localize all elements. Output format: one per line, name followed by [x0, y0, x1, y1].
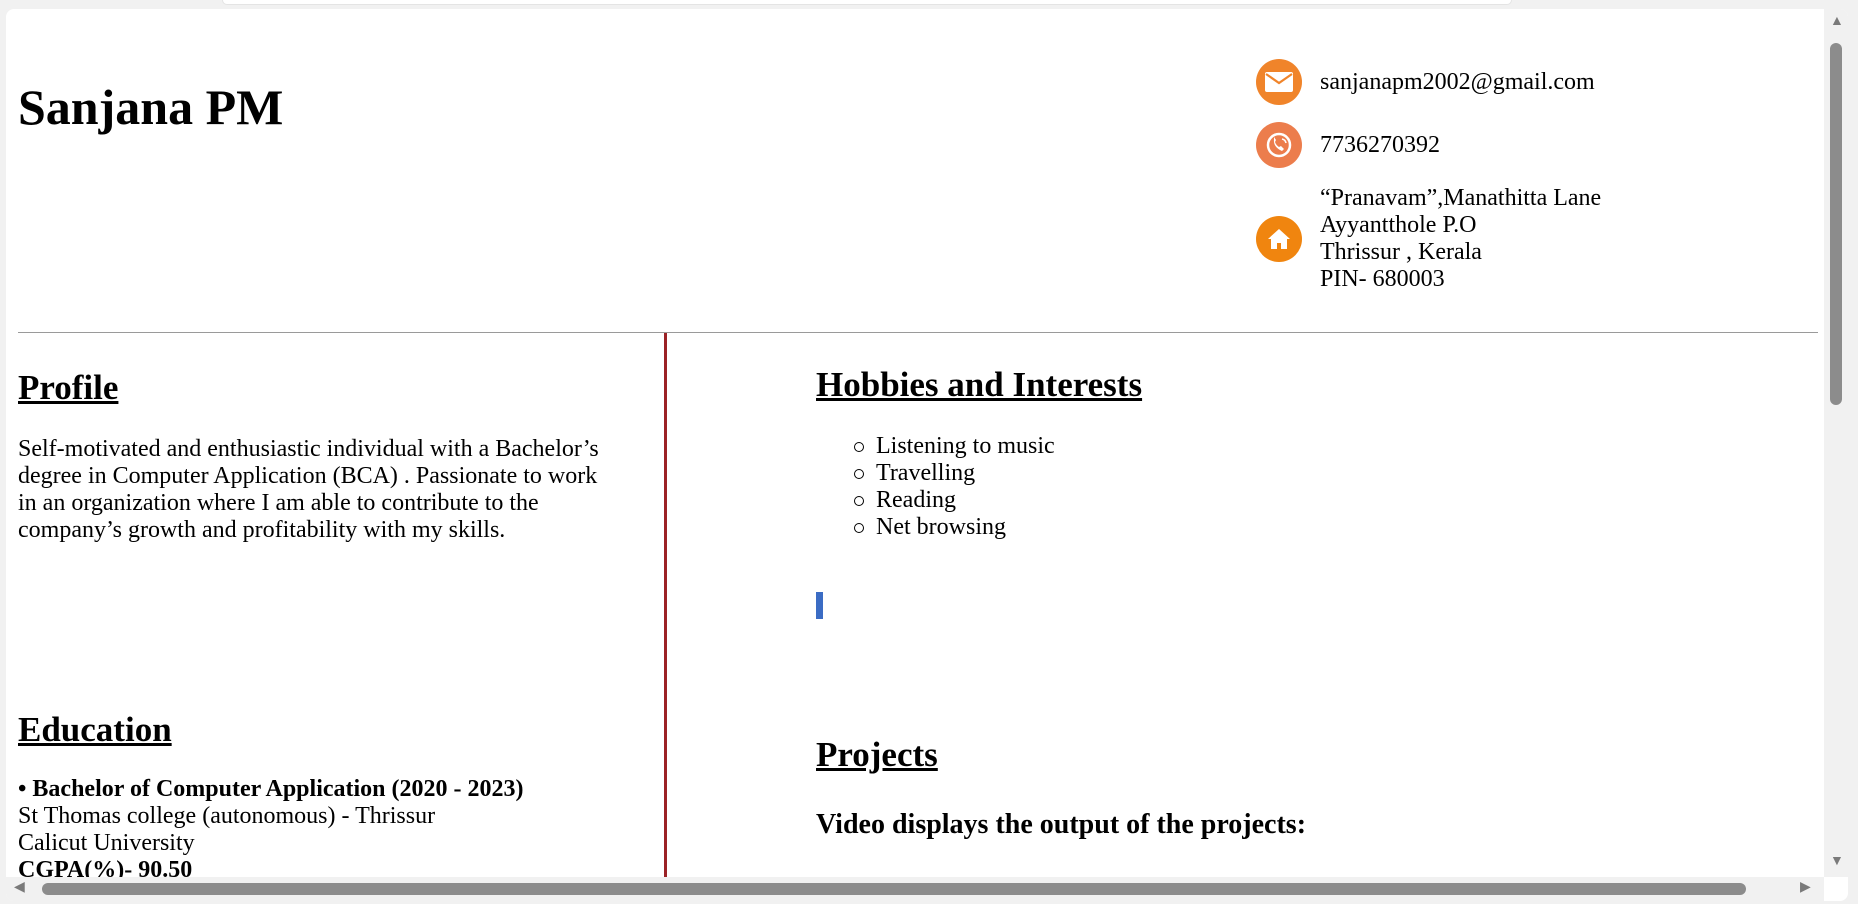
phone-text: 7736270392 — [1320, 131, 1440, 158]
email-text: sanjanapm2002@gmail.com — [1320, 68, 1595, 95]
list-item: Reading — [854, 487, 1055, 514]
list-item: Listening to music — [854, 433, 1055, 459]
column-divider — [664, 333, 667, 889]
contact-email: sanjanapm2002@gmail.com — [1256, 59, 1595, 105]
scroll-left-icon[interactable]: ◀ — [14, 880, 25, 895]
mail-icon — [1256, 59, 1302, 105]
degree-text: • Bachelor of Computer Application (2020… — [18, 776, 524, 802]
education-heading: Education — [18, 710, 172, 749]
scroll-up-icon[interactable]: ▲ — [1830, 14, 1844, 29]
scroll-down-icon[interactable]: ▼ — [1830, 854, 1844, 869]
profile-heading: Profile — [18, 368, 119, 407]
address-line-3: Thrissur , Kerala — [1320, 239, 1482, 265]
home-icon — [1256, 216, 1302, 262]
horizontal-scrollbar[interactable]: ◀ ▶ — [6, 877, 1824, 901]
resume-page: Sanjana PM sanjanapm2002@gmail.com 77362… — [6, 9, 1848, 901]
vertical-scroll-thumb[interactable] — [1830, 43, 1842, 405]
university-text: Calicut University — [18, 830, 195, 856]
phone-icon — [1256, 122, 1302, 168]
scroll-right-icon[interactable]: ▶ — [1800, 880, 1811, 895]
resume-name: Sanjana PM — [18, 79, 284, 135]
contact-phone: 7736270392 — [1256, 122, 1440, 168]
accent-bar — [816, 592, 823, 619]
projects-subtitle: Video displays the output of the project… — [816, 809, 1307, 840]
list-item: Travelling — [854, 460, 1055, 487]
profile-text: Self-motivated and enthusiastic individu… — [18, 436, 599, 543]
hobbies-list: Listening to music Travelling Reading Ne… — [854, 433, 1055, 541]
education-entry: • Bachelor of Computer Application (2020… — [18, 776, 524, 884]
browser-top-edge — [222, 0, 1512, 5]
list-item: Net browsing — [854, 514, 1055, 541]
header-divider — [18, 332, 1818, 333]
address-line-2: Ayyantthole P.O — [1320, 212, 1477, 238]
address-line-4: PIN- 680003 — [1320, 266, 1445, 292]
address-line-1: “Pranavam”,Manathitta Lane — [1320, 185, 1602, 211]
vertical-scrollbar[interactable]: ▲ ▼ — [1824, 9, 1848, 877]
contact-address: “Pranavam”,Manathitta Lane Ayyantthole P… — [1256, 185, 1601, 293]
hobbies-heading: Hobbies and Interests — [816, 365, 1143, 404]
horizontal-scroll-thumb[interactable] — [42, 883, 1746, 895]
projects-heading: Projects — [816, 735, 938, 774]
address-text: “Pranavam”,Manathitta Lane Ayyantthole P… — [1320, 185, 1601, 293]
college-text: St Thomas college (autonomous) - Thrissu… — [18, 803, 436, 829]
